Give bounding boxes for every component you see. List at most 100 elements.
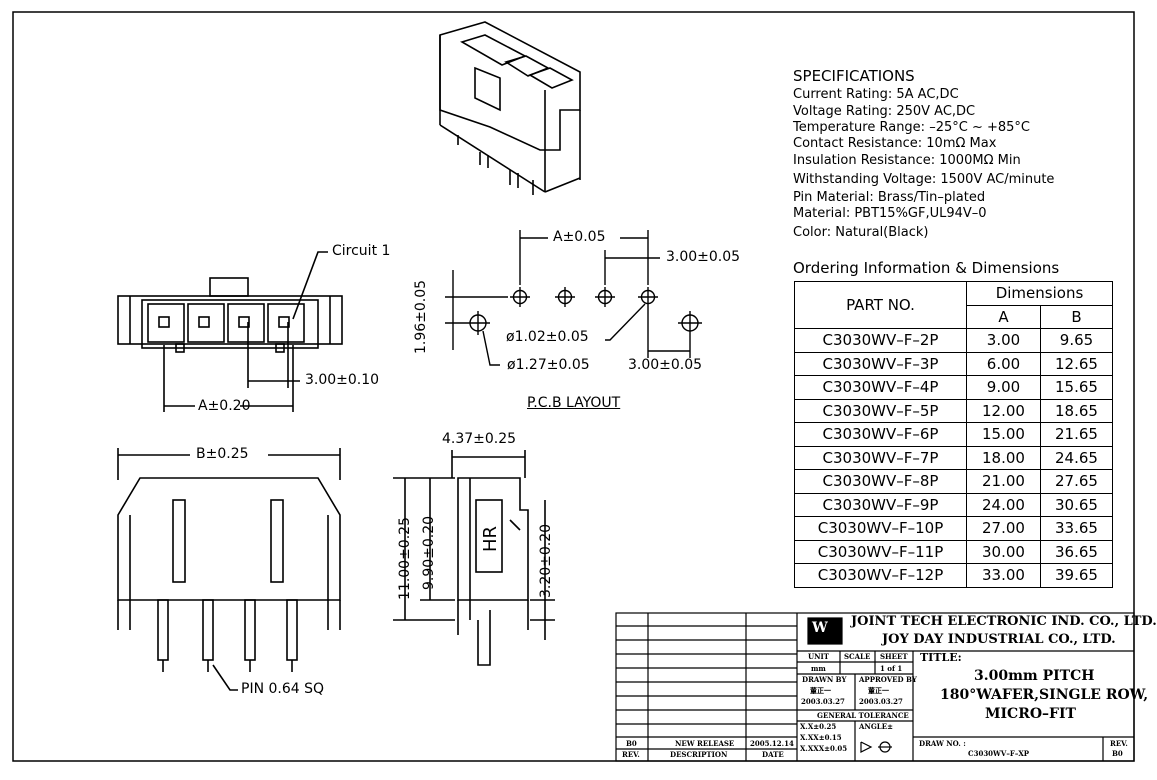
cell-a: 12.00 xyxy=(966,398,1041,423)
cell-part: C3030WV–F–5P xyxy=(794,398,967,423)
spec-line: Withstanding Voltage: 1500V AC/minute xyxy=(793,172,1055,187)
cell-b: 21.65 xyxy=(1040,422,1113,447)
cell-part: C3030WV–F–10P xyxy=(794,516,967,541)
cell-b: 27.65 xyxy=(1040,469,1113,494)
col-part-header: PART NO. xyxy=(794,281,967,329)
sheet-border xyxy=(12,11,1135,762)
spec-line: Insulation Resistance: 1000MΩ Min xyxy=(793,153,1021,168)
circuit-label: Circuit 1 xyxy=(332,243,391,259)
col-dims-header: Dimensions xyxy=(966,281,1113,306)
pcb-pitch-bottom-dim: 3.00±0.05 xyxy=(628,357,703,373)
tolerance-label: GENERAL TOLERANCE xyxy=(817,711,909,720)
spec-line: Color: Natural(Black) xyxy=(793,225,929,240)
draw-no-label: DRAW NO. : xyxy=(919,739,966,748)
pcb-layout-title: P.C.B LAYOUT xyxy=(527,395,621,411)
company-name-2: JOY DAY INDUSTRIAL CO., LTD. xyxy=(882,632,1116,647)
col-date-header: DATE xyxy=(762,750,784,759)
cell-part: C3030WV–F–12P xyxy=(794,563,967,588)
pcb-vert-dim: 1.96±0.05 xyxy=(413,279,429,354)
cell-a: 6.00 xyxy=(966,351,1041,376)
title-line-1: 3.00mm PITCH xyxy=(974,668,1095,684)
cell-part: C3030WV–F–3P xyxy=(794,351,967,376)
approved-by-label: APPROVED BY xyxy=(859,675,917,684)
pcb-layout-drawing xyxy=(445,230,702,366)
scale-label: SCALE xyxy=(844,652,871,661)
side-width-dim: 4.37±0.25 xyxy=(442,431,517,447)
cell-a: 21.00 xyxy=(966,469,1041,494)
tolerance-2: X.XX±0.15 xyxy=(800,733,842,742)
col-desc-header: DESCRIPTION xyxy=(670,750,728,759)
approved-by: 董正一 xyxy=(868,686,889,695)
cell-part: C3030WV–F–8P xyxy=(794,469,967,494)
ordering-title: Ordering Information & Dimensions xyxy=(793,259,1060,277)
pcb-a-dim: A±0.05 xyxy=(553,229,606,245)
rev-row-date: 2005.12.14 xyxy=(750,739,794,748)
title-label: TITLE: xyxy=(920,651,962,664)
a-front-dim: A±0.20 xyxy=(198,398,251,414)
tolerance-1: X.X±0.25 xyxy=(800,722,837,731)
rev-label: REV. xyxy=(1110,739,1128,748)
cell-a: 27.00 xyxy=(966,516,1041,541)
cell-a: 33.00 xyxy=(966,563,1041,588)
rev-value: B0 xyxy=(1112,749,1123,758)
hole-large-dim: ø1.27±0.05 xyxy=(507,357,590,373)
b-dim: B±0.25 xyxy=(196,446,249,462)
cell-b: 12.65 xyxy=(1040,351,1113,376)
side-h2-dim: 9.90±0.20 xyxy=(421,515,437,590)
cell-part: C3030WV–F–11P xyxy=(794,539,967,564)
cell-b: 9.65 xyxy=(1040,328,1113,353)
col-a-header: A xyxy=(966,304,1041,329)
unit-label: UNIT xyxy=(808,652,829,661)
spec-line: Voltage Rating: 250V AC,DC xyxy=(793,104,976,119)
cell-b: 15.65 xyxy=(1040,375,1113,400)
side-view xyxy=(393,450,555,666)
spec-line: Pin Material: Brass/Tin–plated xyxy=(793,190,986,205)
cell-a: 24.00 xyxy=(966,492,1041,517)
front-view xyxy=(117,251,343,412)
bottom-view xyxy=(117,448,341,691)
cell-a: 3.00 xyxy=(966,328,1041,353)
pitch-front-dim: 3.00±0.10 xyxy=(305,372,380,388)
drawn-by: 董正一 xyxy=(810,686,831,695)
spec-line: Contact Resistance: 10mΩ Max xyxy=(793,136,997,151)
cell-b: 24.65 xyxy=(1040,445,1113,470)
rev-row-desc: NEW RELEASE xyxy=(675,739,735,748)
drawn-by-label: DRAWN BY xyxy=(802,675,847,684)
cell-b: 33.65 xyxy=(1040,516,1113,541)
angle-label: ANGLE± xyxy=(859,722,893,731)
sheet-label: SHEET xyxy=(880,652,908,661)
col-b-header: B xyxy=(1040,304,1113,329)
title-block-grid xyxy=(615,612,1135,762)
cell-part: C3030WV–F–7P xyxy=(794,445,967,470)
spec-line: Temperature Range: –25°C ~ +85°C xyxy=(793,120,1030,135)
cell-b: 18.65 xyxy=(1040,398,1113,423)
pcb-pitch-top-dim: 3.00±0.05 xyxy=(666,249,741,265)
cell-a: 15.00 xyxy=(966,422,1041,447)
isometric-view xyxy=(439,21,581,195)
cell-part: C3030WV–F–2P xyxy=(794,328,967,353)
cell-b: 36.65 xyxy=(1040,539,1113,564)
company-name-1: JOINT TECH ELECTRONIC IND. CO., LTD. xyxy=(851,614,1157,629)
col-rev-header: REV. xyxy=(622,750,640,759)
spec-title: SPECIFICATIONS xyxy=(793,67,915,85)
cell-a: 30.00 xyxy=(966,539,1041,564)
spec-line: Current Rating: 5A AC,DC xyxy=(793,87,959,102)
unit-value: mm xyxy=(811,664,826,673)
side-h3-dim: 3.20±0.20 xyxy=(538,523,554,598)
title-line-3: MICRO–FIT xyxy=(985,706,1076,722)
tolerance-3: X.XXX±0.05 xyxy=(800,744,848,753)
drawn-date: 2003.03.27 xyxy=(801,697,845,706)
cell-a: 9.00 xyxy=(966,375,1041,400)
side-h1-dim: 11.00±0.25 xyxy=(397,517,413,600)
